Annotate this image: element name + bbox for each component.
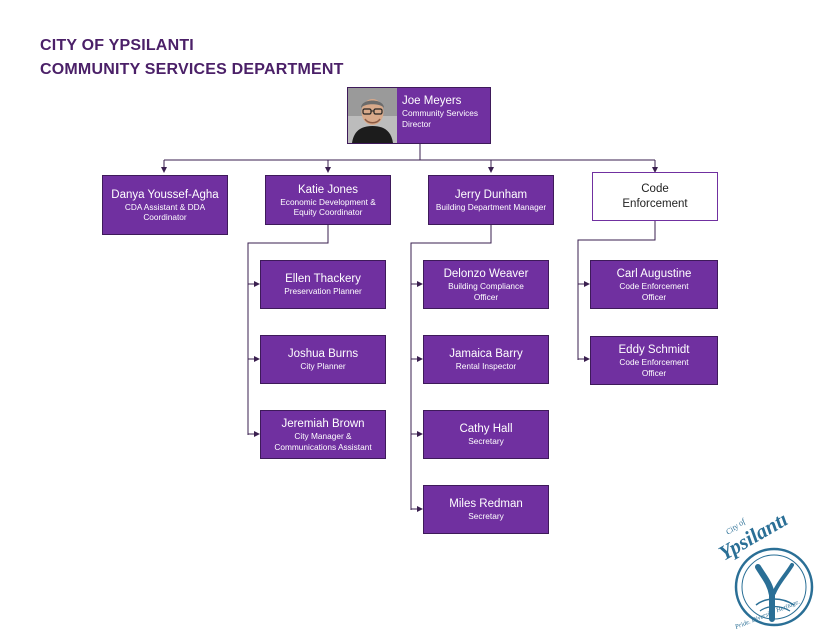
page-title-line1: CITY OF YPSILANTI — [40, 37, 194, 54]
miles-name: Miles Redman — [449, 498, 523, 511]
box-jerry: Jerry Dunham Building Department Manager — [428, 175, 554, 225]
box-code-enforcement: Code Enforcement — [592, 172, 718, 221]
jerry-name: Jerry Dunham — [454, 188, 528, 201]
connector-code-branch — [577, 221, 656, 360]
katie-role-line2: Equity Coordinator — [293, 207, 363, 217]
cathy-name: Cathy Hall — [459, 423, 513, 436]
katie-name: Katie Jones — [297, 183, 359, 196]
director-role-line2: Director — [402, 118, 432, 129]
box-cathy: Cathy Hall Secretary — [423, 410, 549, 459]
jeremiah-name: Jeremiah Brown — [281, 418, 365, 430]
jamaica-role: Rental Inspector — [455, 361, 517, 372]
director-box: Joe Meyers Community Services Director — [347, 87, 491, 144]
eddy-role-line1: Code Enforcement — [619, 357, 689, 367]
jeremiah-role-line2: Communications Assistant — [274, 441, 372, 452]
danya-role-line2: Coordinator — [143, 212, 187, 222]
director-role-line1: Community Services — [402, 108, 479, 118]
delonzo-name: Delonzo Weaver — [443, 268, 529, 280]
connector-katie-branch — [247, 225, 329, 435]
box-miles: Miles Redman Secretary — [423, 485, 549, 534]
box-delonzo: Delonzo Weaver Building Compliance Offic… — [423, 260, 549, 309]
jerry-role: Building Department Manager — [435, 201, 547, 212]
code-enforcement-line2: Enforcement — [622, 197, 688, 210]
katie-role-line1: Economic Development & — [280, 196, 376, 207]
ellen-name: Ellen Thackery — [285, 273, 361, 286]
danya-role-line1: CDA Assistant & DDA — [124, 201, 206, 212]
box-katie: Katie Jones Economic Development & Equit… — [265, 175, 391, 225]
logo-big-text: Ypsilanti — [716, 515, 792, 565]
ellen-role: Preservation Planner — [284, 286, 362, 297]
danya-name: Danya Youssef-Agha — [111, 188, 219, 201]
box-jamaica: Jamaica Barry Rental Inspector — [423, 335, 549, 384]
connector-jerry-branch — [410, 225, 492, 510]
logo-tagline: Pride. Diversity. Heritage. — [733, 598, 801, 631]
director-name: Joe Meyers — [402, 95, 462, 107]
code-enforcement-line1: Code — [641, 182, 669, 195]
box-jeremiah: Jeremiah Brown City Manager & Communicat… — [260, 410, 386, 459]
director-photo — [348, 88, 397, 143]
page-title-line2: COMMUNITY SERVICES DEPARTMENT — [40, 61, 344, 78]
carl-role-line1: Code Enforcement — [619, 281, 689, 291]
carl-name: Carl Augustine — [616, 268, 692, 280]
box-carl: Carl Augustine Code Enforcement Officer — [590, 260, 718, 309]
box-danya: Danya Youssef-Agha CDA Assistant & DDA C… — [102, 175, 228, 235]
jeremiah-role-line1: City Manager & — [294, 431, 352, 441]
box-eddy: Eddy Schmidt Code Enforcement Officer — [590, 336, 718, 385]
eddy-name: Eddy Schmidt — [618, 344, 690, 356]
delonzo-role-line2: Officer — [473, 291, 499, 302]
miles-role: Secretary — [468, 511, 504, 522]
eddy-role-line2: Officer — [641, 367, 667, 378]
ypsilanti-logo: City of Ypsilanti Pride. Diversity. Heri… — [716, 515, 814, 631]
jamaica-name: Jamaica Barry — [449, 348, 523, 361]
cathy-role: Secretary — [468, 436, 504, 447]
carl-role-line2: Officer — [641, 291, 667, 302]
box-joshua: Joshua Burns City Planner — [260, 335, 386, 384]
delonzo-role-line1: Building Compliance — [448, 281, 524, 291]
box-ellen: Ellen Thackery Preservation Planner — [260, 260, 386, 309]
joshua-name: Joshua Burns — [287, 348, 359, 361]
joshua-role: City Planner — [300, 361, 346, 372]
